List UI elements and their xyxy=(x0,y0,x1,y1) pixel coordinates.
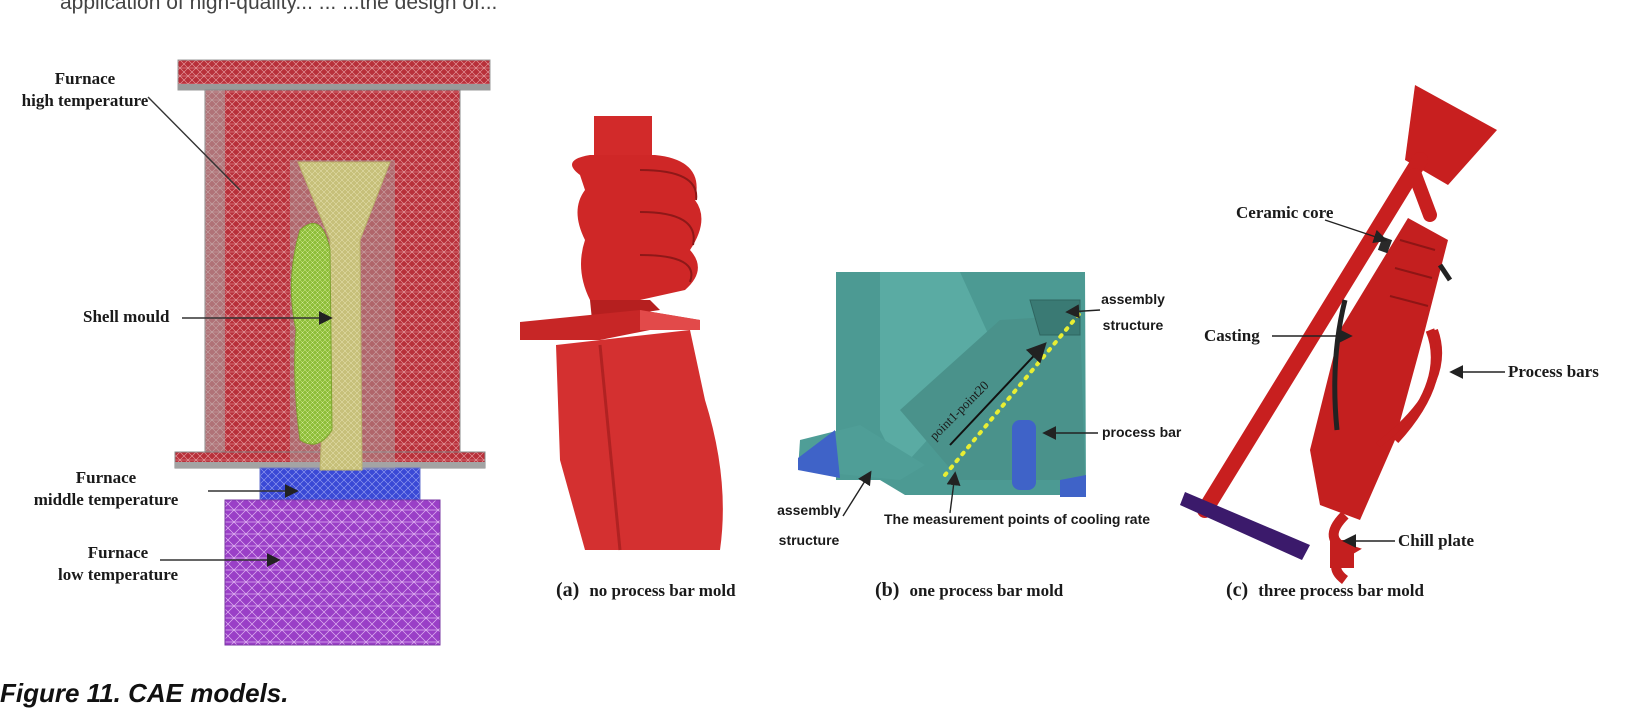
top-runner xyxy=(1408,168,1437,222)
figure-title: Figure 11. CAE models. xyxy=(0,678,289,708)
starter-block xyxy=(1330,540,1354,568)
caption-c: (c) three process bar mold xyxy=(1226,579,1424,602)
furnace-low-zone xyxy=(224,499,441,646)
blade-a-root-grooves xyxy=(639,169,698,283)
furnace-middle-zone xyxy=(259,467,421,503)
ceramic-core-stripe-2 xyxy=(1437,263,1453,282)
process-bar-2 xyxy=(1376,328,1443,448)
furnace-shadow-band xyxy=(205,90,225,455)
label-chill-plate: Chill plate xyxy=(1398,531,1475,550)
leader-measurement xyxy=(946,471,961,514)
blade-a-platform-lip xyxy=(640,310,700,330)
shell-mould-sprue xyxy=(297,161,391,471)
label-process-bar: process bar xyxy=(1102,424,1182,440)
furnace-model xyxy=(174,59,491,646)
label-assembly-structure-top: assembly structure xyxy=(1101,291,1165,333)
label-furnace-middle: Furnace middle temperature xyxy=(33,468,179,509)
blade-a-airfoil xyxy=(556,330,723,550)
label-casting: Casting xyxy=(1204,326,1260,345)
caption-b-text: one process bar mold xyxy=(909,581,1064,600)
leader-assembly-left xyxy=(842,470,872,517)
caption-a: (a) no process bar mold xyxy=(556,579,736,602)
label-ceramic-core: Ceramic core xyxy=(1236,203,1334,222)
flange-rim xyxy=(178,84,490,90)
cropped-body-text: application of high-quality... ... ...th… xyxy=(60,0,498,14)
blade-b-base-blue xyxy=(1060,475,1086,497)
caption-a-tag: (a) xyxy=(556,579,580,601)
points-direction-arrow xyxy=(949,342,1047,446)
label-measurement-points: The measurement points of cooling rate xyxy=(884,511,1151,527)
casting-body xyxy=(1310,218,1448,520)
label-assembly-structure-left: assembly structure xyxy=(777,502,841,548)
caption-a-text: no process bar mold xyxy=(589,581,736,600)
blade-model-a xyxy=(520,116,723,551)
casting-ribs xyxy=(1389,239,1436,307)
leader-assembly-top xyxy=(1065,304,1101,319)
label-furnace-high: Furnace high temperature xyxy=(21,69,149,110)
measurement-points xyxy=(943,311,1082,477)
ceramic-core-stripe xyxy=(1332,299,1348,431)
shell-mould-casting xyxy=(290,222,333,445)
caption-c-tag: (c) xyxy=(1226,579,1249,601)
blade-a-airfoil-edge xyxy=(598,344,622,551)
blade-a-fir-tree-root xyxy=(572,155,702,300)
chill-plate-shape xyxy=(1180,492,1310,560)
leader-furnace-high xyxy=(147,96,241,191)
blade-model-b xyxy=(798,272,1086,497)
main-sprue-bar xyxy=(1197,152,1428,518)
label-furnace-low: Furnace low temperature xyxy=(57,543,179,584)
caption-c-text: three process bar mold xyxy=(1258,581,1424,600)
blade-b-assembly-left-blue xyxy=(798,430,840,478)
blade-b-process-bar xyxy=(1012,420,1036,490)
leader-ceramic-core xyxy=(1324,219,1388,244)
label-shell-mould: Shell mould xyxy=(83,307,170,326)
caption-b: (b) one process bar mold xyxy=(875,579,1063,602)
caption-b-tag: (b) xyxy=(875,579,900,601)
label-process-bars: Process bars xyxy=(1508,362,1599,381)
casting-model-c xyxy=(1180,85,1497,584)
